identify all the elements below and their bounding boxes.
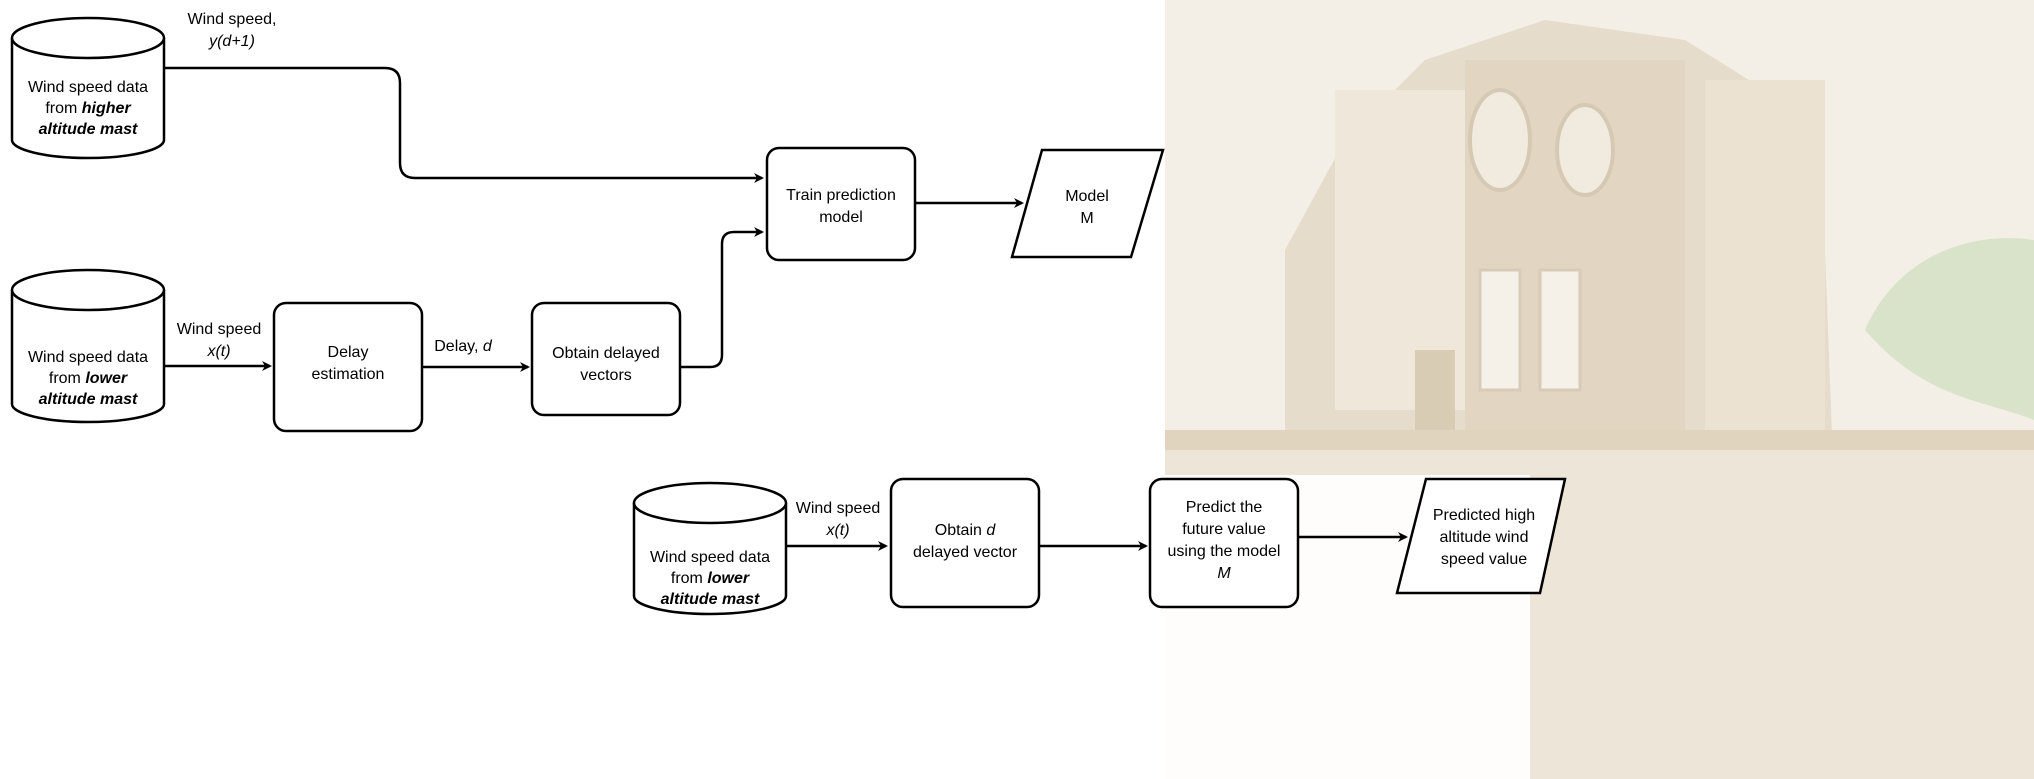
delay-estimation-line1: Delay: [328, 344, 369, 361]
predicted-output: Predicted high altitude wind speed value: [1395, 477, 1567, 595]
obtain-d-line1: Obtain d: [935, 522, 997, 539]
lower-mast-line1: Wind speed data: [28, 349, 148, 366]
lower-mast-line2: from lower: [49, 370, 128, 387]
delay-estimation-box: Delay estimation: [272, 301, 424, 433]
output-line2: altitude wind: [1440, 529, 1529, 546]
model-output-line1: Model: [1065, 188, 1109, 205]
predict-future-value-box: Predict the future value using the model…: [1148, 477, 1300, 609]
train-model-line1: Train prediction: [786, 187, 896, 204]
predict-line2: future value: [1182, 521, 1266, 538]
model-m-output: Model M: [1010, 148, 1165, 259]
obtain-d-delayed-vector-box: Obtain d delayed vector: [889, 477, 1041, 609]
prediction-mast-line1: Wind speed data: [650, 549, 770, 566]
prediction-wind-speed-label-line1: Wind speed: [796, 500, 881, 517]
delay-label: Delay, d: [434, 338, 493, 355]
delay-estimation-line2: estimation: [312, 366, 385, 383]
prediction-wind-speed-label-line2: x(t): [825, 522, 849, 539]
predict-line4: M: [1217, 565, 1231, 582]
prediction-mast-line3: altitude mast: [661, 591, 760, 608]
predict-line3: using the model: [1168, 543, 1281, 560]
higher-wind-speed-label-line1: Wind speed,: [188, 11, 277, 28]
connector-higher-to-train: [165, 66, 764, 183]
obtain-d-line2: delayed vector: [913, 544, 1018, 561]
train-prediction-model-box: Train prediction model: [765, 146, 917, 262]
higher-mast-line2: from higher: [45, 100, 131, 117]
train-model-line2: model: [819, 209, 863, 226]
predict-line1: Predict the: [1186, 499, 1263, 516]
lower-wind-speed-label-line1: Wind speed: [177, 321, 262, 338]
lower-mast-cylinder: Wind speed data from lower altitude mast: [10, 268, 166, 424]
obtain-delayed-line2: vectors: [580, 367, 632, 384]
model-output-line2: M: [1080, 210, 1093, 227]
higher-mast-line1: Wind speed data: [28, 79, 148, 96]
prediction-mast-line2: from lower: [671, 570, 750, 587]
output-line3: speed value: [1441, 551, 1527, 568]
obtain-delayed-vectors-box: Obtain delayed vectors: [530, 301, 682, 417]
higher-mast-line3: altitude mast: [39, 121, 138, 138]
connector-obtain-to-train: [680, 227, 764, 369]
obtain-delayed-line1: Obtain delayed: [552, 345, 660, 362]
higher-mast-cylinder: Wind speed data from higher altitude mas…: [10, 16, 166, 160]
higher-wind-speed-label-line2: y(d+1): [208, 33, 255, 50]
prediction-lower-mast-cylinder: Wind speed data from lower altitude mast: [632, 481, 788, 616]
lower-wind-speed-label-line2: x(t): [206, 343, 230, 360]
lower-mast-line3: altitude mast: [39, 391, 138, 408]
output-line1: Predicted high: [1433, 507, 1535, 524]
